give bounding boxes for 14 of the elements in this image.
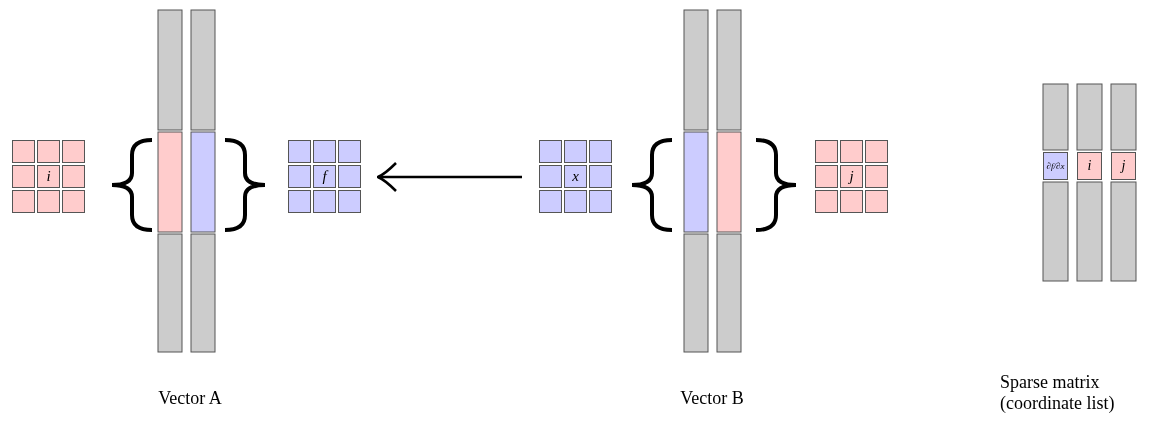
caption-text: Sparse matrix (coordinate list) (1000, 372, 1116, 414)
cell-grid (539, 140, 612, 213)
cell-grid (12, 140, 85, 213)
cell-label: i (46, 168, 51, 185)
cell-grid (815, 140, 888, 213)
caption-text: Vector A (157, 388, 223, 409)
array-cell: ∂f/∂x (1043, 152, 1068, 180)
cell-label: f (322, 168, 327, 185)
array-cell: j (1111, 152, 1136, 180)
array-cell: i (1077, 152, 1102, 180)
cell-label: j (849, 168, 854, 185)
cell-grid (288, 140, 361, 213)
cell-label: x (572, 168, 579, 185)
caption-text: Vector B (679, 388, 745, 409)
